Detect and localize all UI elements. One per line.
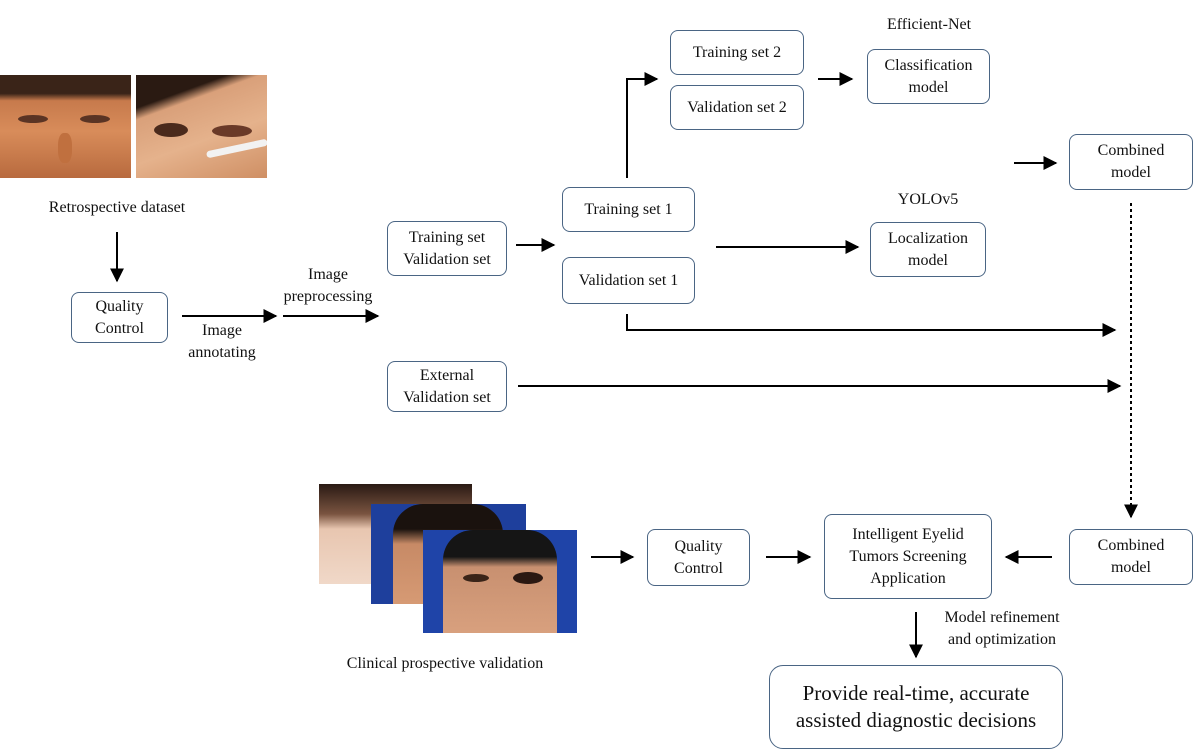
validation-set-2-box: Validation set 2 [670,85,804,130]
retrospective-caption: Retrospective dataset [48,199,186,216]
clinical-photo-front [423,530,577,633]
combined-model-bottom-box: Combined model [1069,529,1193,585]
decision-box: Provide real-time, accurate assisted dia… [769,665,1063,749]
external-validation-box: External Validation set [387,361,507,412]
training-set-2-box: Training set 2 [670,30,804,75]
efficientnet-label: Efficient-Net [886,16,972,33]
yolov5-label: YOLOv5 [897,191,959,208]
quality-control-box: Quality Control [71,292,168,343]
validation-set-1-box: Validation set 1 [562,257,695,304]
arrow-validation1-to-combined [626,314,1117,337]
quality-control-bottom-box: Quality Control [647,529,750,586]
image-annotating-label: Image annotating [188,322,256,361]
combined-model-top-box: Combined model [1069,134,1193,190]
face-photo [0,75,131,178]
classification-model-box: Classification model [867,49,990,104]
arrow-train1-to-train2 [626,72,659,178]
eyelid-photo [136,75,267,178]
screening-app-box: Intelligent Eyelid Tumors Screening Appl… [824,514,992,599]
training-validation-box: Training set Validation set [387,221,507,276]
localization-model-box: Localization model [870,222,986,277]
clinical-caption: Clinical prospective validation [346,655,544,672]
training-set-1-box: Training set 1 [562,187,695,232]
image-preprocessing-label: Image preprocessing [283,266,373,305]
refinement-label: Model refinement and optimization [944,609,1060,648]
